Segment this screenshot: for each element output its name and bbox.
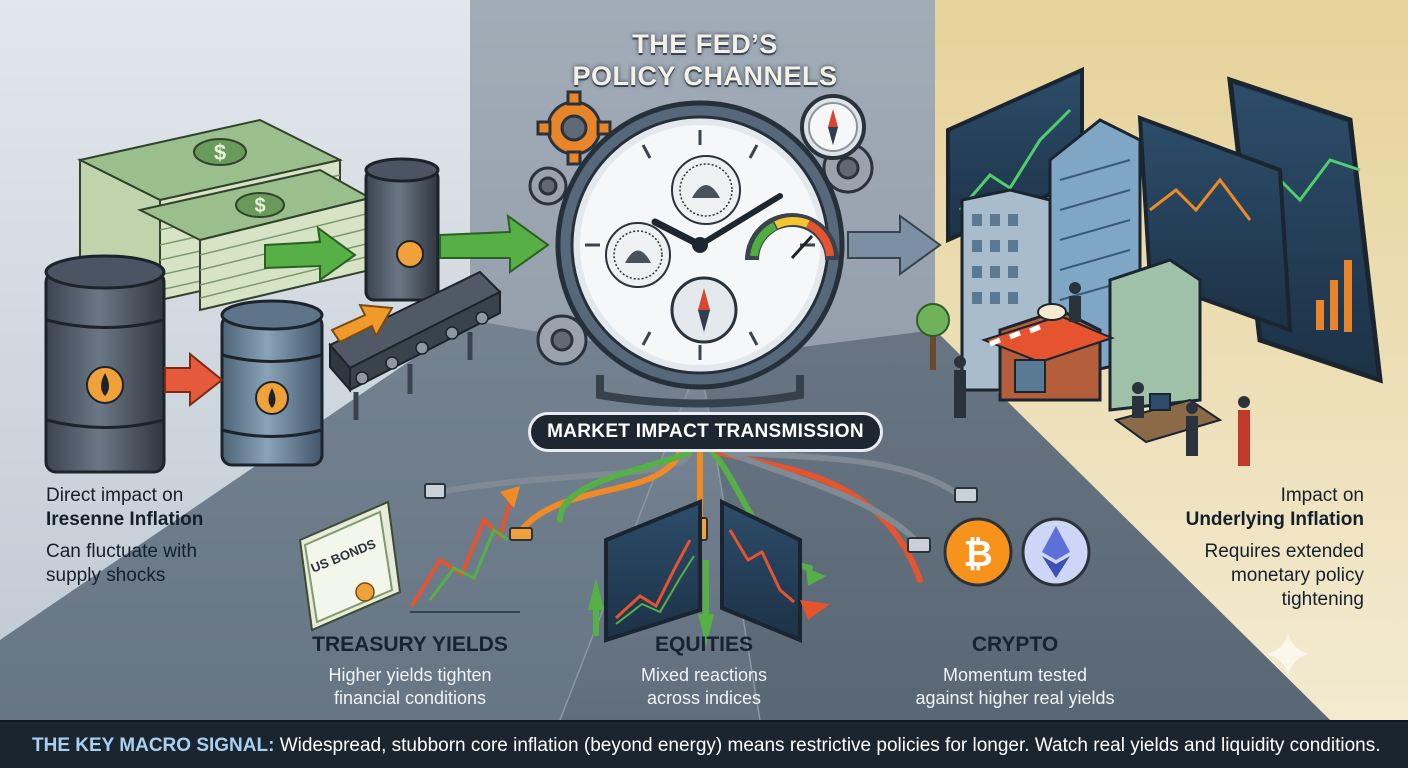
key-macro-signal-bar: THE KEY MACRO SIGNAL: Widespread, stubbo… [0,720,1408,768]
gauge-icon [745,213,839,261]
market-line-1: Mixed reactions [640,665,768,685]
footer-text: Widespread, stubborn core inflation (bey… [274,735,1381,756]
conveyor-icon [328,270,502,420]
title-line-2: POLICY CHANNELS [572,61,838,91]
left-line-1: Direct impact on [46,485,184,506]
svg-text:$: $ [254,195,265,217]
market-heading: CRYPTO [971,633,1059,656]
svg-text:₿: ₿ [963,533,992,574]
city-icon [916,66,1383,466]
svg-text:$: $ [214,140,226,165]
oil-barrel-icon [44,157,440,474]
market-line-1: Higher yields tighten [328,665,492,685]
right-line-3: Requires extended [1204,541,1365,562]
left-line-3: Can fluctuate with [46,541,198,562]
stock-screen-icon [588,498,830,646]
flow-arrows-left [164,213,550,408]
compass-icon [800,94,866,160]
page-title: THE FED’S POLICY CHANNELS [540,28,870,92]
market-treasury: TREASURY YIELDS Higher yields tighten fi… [290,632,530,710]
flow-arrow-right [847,214,942,276]
market-crypto: CRYPTO Momentum tested against higher re… [880,632,1150,710]
ethereum-icon [1021,517,1091,587]
left-line-2: Iresenne Inflation [46,509,204,530]
market-line-2: against higher real yields [915,688,1115,708]
title-line-1: THE FED’S [632,29,778,59]
right-line-4: monetary policy [1230,565,1364,586]
transmission-pill: MARKET IMPACT TRANSMISSION [528,412,883,452]
market-line-1: Momentum tested [942,665,1088,685]
market-heading: TREASURY YIELDS [312,633,508,656]
market-equities: EQUITIES Mixed reactions across indices [594,632,814,710]
market-line-2: financial conditions [333,688,487,708]
gear-icon [528,90,874,366]
right-line-5: tightening [1281,589,1364,610]
bond-certificate-icon: US BONDS [298,500,402,632]
dollar-stack-icon: $ $ [77,118,373,323]
key-macro-signal: THE KEY MACRO SIGNAL: Widespread, stubbo… [32,734,1381,758]
underlying-inflation-desc: Impact on Underlying Inflation Requires … [1050,484,1364,612]
bitcoin-icon: ₿ [943,517,1013,587]
market-heading: EQUITIES [654,633,754,656]
clock-icon [555,100,845,408]
yield-chart-icon [410,486,520,613]
footer-label: THE KEY MACRO SIGNAL: [32,735,275,756]
left-line-4: supply shocks [46,565,166,586]
market-line-2: across indices [646,688,762,708]
headline-inflation-desc: Direct impact on Iresenne Inflation Can … [46,484,306,588]
right-line-2: Underlying Inflation [1185,509,1364,530]
sparkle-icon [1266,632,1310,676]
right-line-1: Impact on [1280,485,1364,506]
